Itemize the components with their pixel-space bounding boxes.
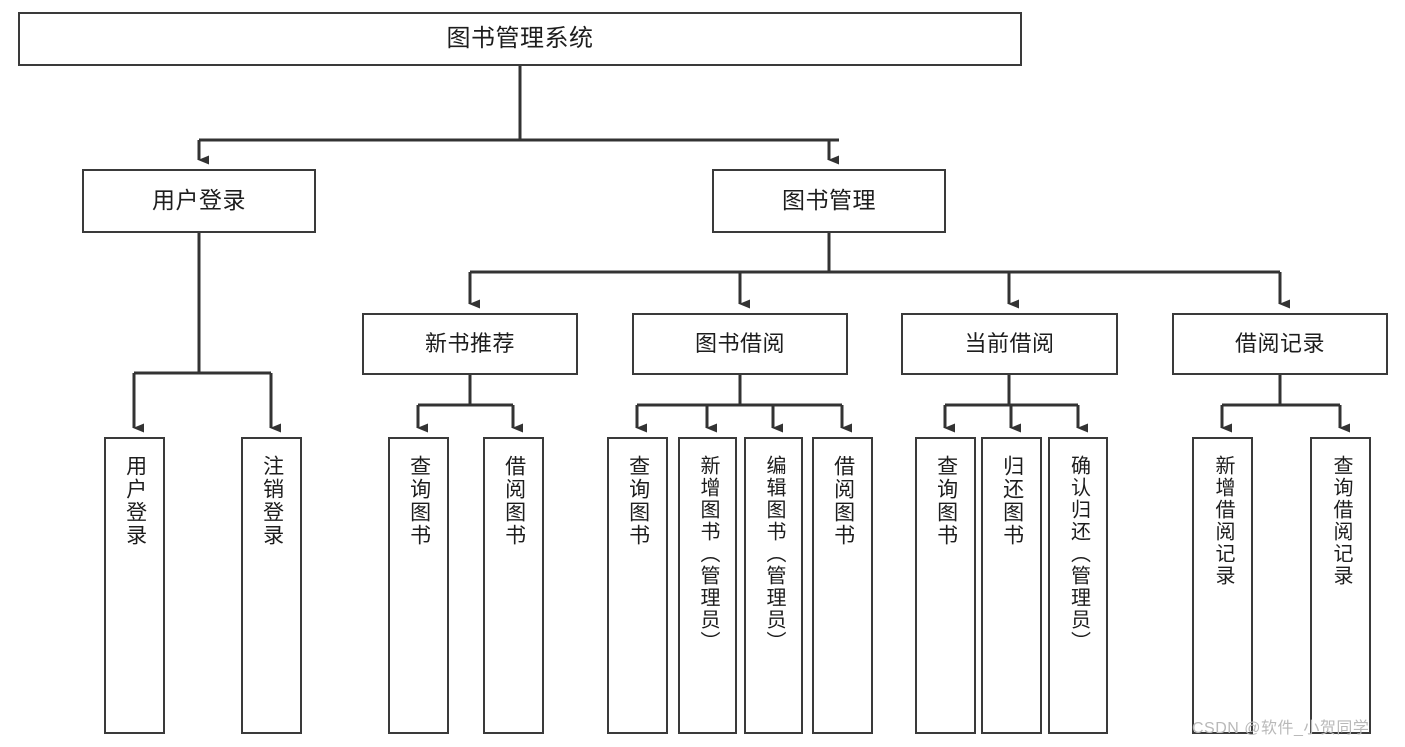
- node-user-login-label: 用户登录: [152, 187, 246, 214]
- node-leaf-brw-edit-label: 编辑图书（管理员）: [763, 455, 785, 653]
- node-leaf-rec-search[interactable]: 查询借阅记录: [1310, 437, 1371, 734]
- node-book-borrow[interactable]: 图书借阅: [632, 313, 848, 375]
- node-leaf-brw-borrow[interactable]: 借阅图书: [812, 437, 873, 734]
- node-leaf-cur-query-label: 查询图书: [934, 455, 958, 547]
- node-leaf-cur-return[interactable]: 归还图书: [981, 437, 1042, 734]
- node-root-system[interactable]: 图书管理系统: [18, 12, 1022, 66]
- node-leaf-cur-confirm[interactable]: 确认归还（管理员）: [1048, 437, 1108, 734]
- node-leaf-rec-query[interactable]: 查询图书: [388, 437, 449, 734]
- node-leaf-user-logout[interactable]: 注销登录: [241, 437, 302, 734]
- node-leaf-brw-add-label: 新增图书（管理员）: [697, 455, 719, 653]
- node-leaf-user-login[interactable]: 用户登录: [104, 437, 165, 734]
- node-new-book-rec[interactable]: 新书推荐: [362, 313, 578, 375]
- node-loan-record-label: 借阅记录: [1234, 331, 1325, 357]
- node-book-manage[interactable]: 图书管理: [712, 169, 946, 233]
- node-leaf-rec-borrow[interactable]: 借阅图书: [483, 437, 544, 734]
- node-leaf-rec-add-label: 新增借阅记录: [1212, 455, 1234, 587]
- node-loan-record[interactable]: 借阅记录: [1172, 313, 1388, 375]
- node-leaf-brw-query-label: 查询图书: [626, 455, 650, 547]
- node-leaf-cur-return-label: 归还图书: [1000, 455, 1024, 547]
- node-leaf-rec-query-label: 查询图书: [407, 455, 431, 547]
- node-leaf-brw-edit[interactable]: 编辑图书（管理员）: [744, 437, 803, 734]
- node-root-system-label: 图书管理系统: [446, 24, 594, 52]
- watermark-label: CSDN @软件_小贺同学: [1192, 720, 1370, 737]
- node-leaf-user-login-label: 用户登录: [123, 455, 147, 547]
- node-leaf-cur-query[interactable]: 查询图书: [915, 437, 976, 734]
- node-current-loan[interactable]: 当前借阅: [901, 313, 1118, 375]
- node-new-book-rec-label: 新书推荐: [424, 331, 515, 357]
- node-book-manage-label: 图书管理: [782, 187, 876, 214]
- node-book-borrow-label: 图书借阅: [694, 331, 785, 357]
- node-current-loan-label: 当前借阅: [964, 331, 1055, 357]
- node-leaf-user-logout-label: 注销登录: [260, 455, 284, 547]
- node-leaf-cur-confirm-label: 确认归还（管理员）: [1067, 455, 1090, 653]
- node-user-login[interactable]: 用户登录: [82, 169, 316, 233]
- node-leaf-rec-borrow-label: 借阅图书: [502, 455, 526, 547]
- node-leaf-brw-borrow-label: 借阅图书: [831, 455, 855, 547]
- node-leaf-rec-add[interactable]: 新增借阅记录: [1192, 437, 1253, 734]
- node-leaf-brw-add[interactable]: 新增图书（管理员）: [678, 437, 737, 734]
- node-leaf-brw-query[interactable]: 查询图书: [607, 437, 668, 734]
- node-leaf-rec-search-label: 查询借阅记录: [1330, 455, 1352, 587]
